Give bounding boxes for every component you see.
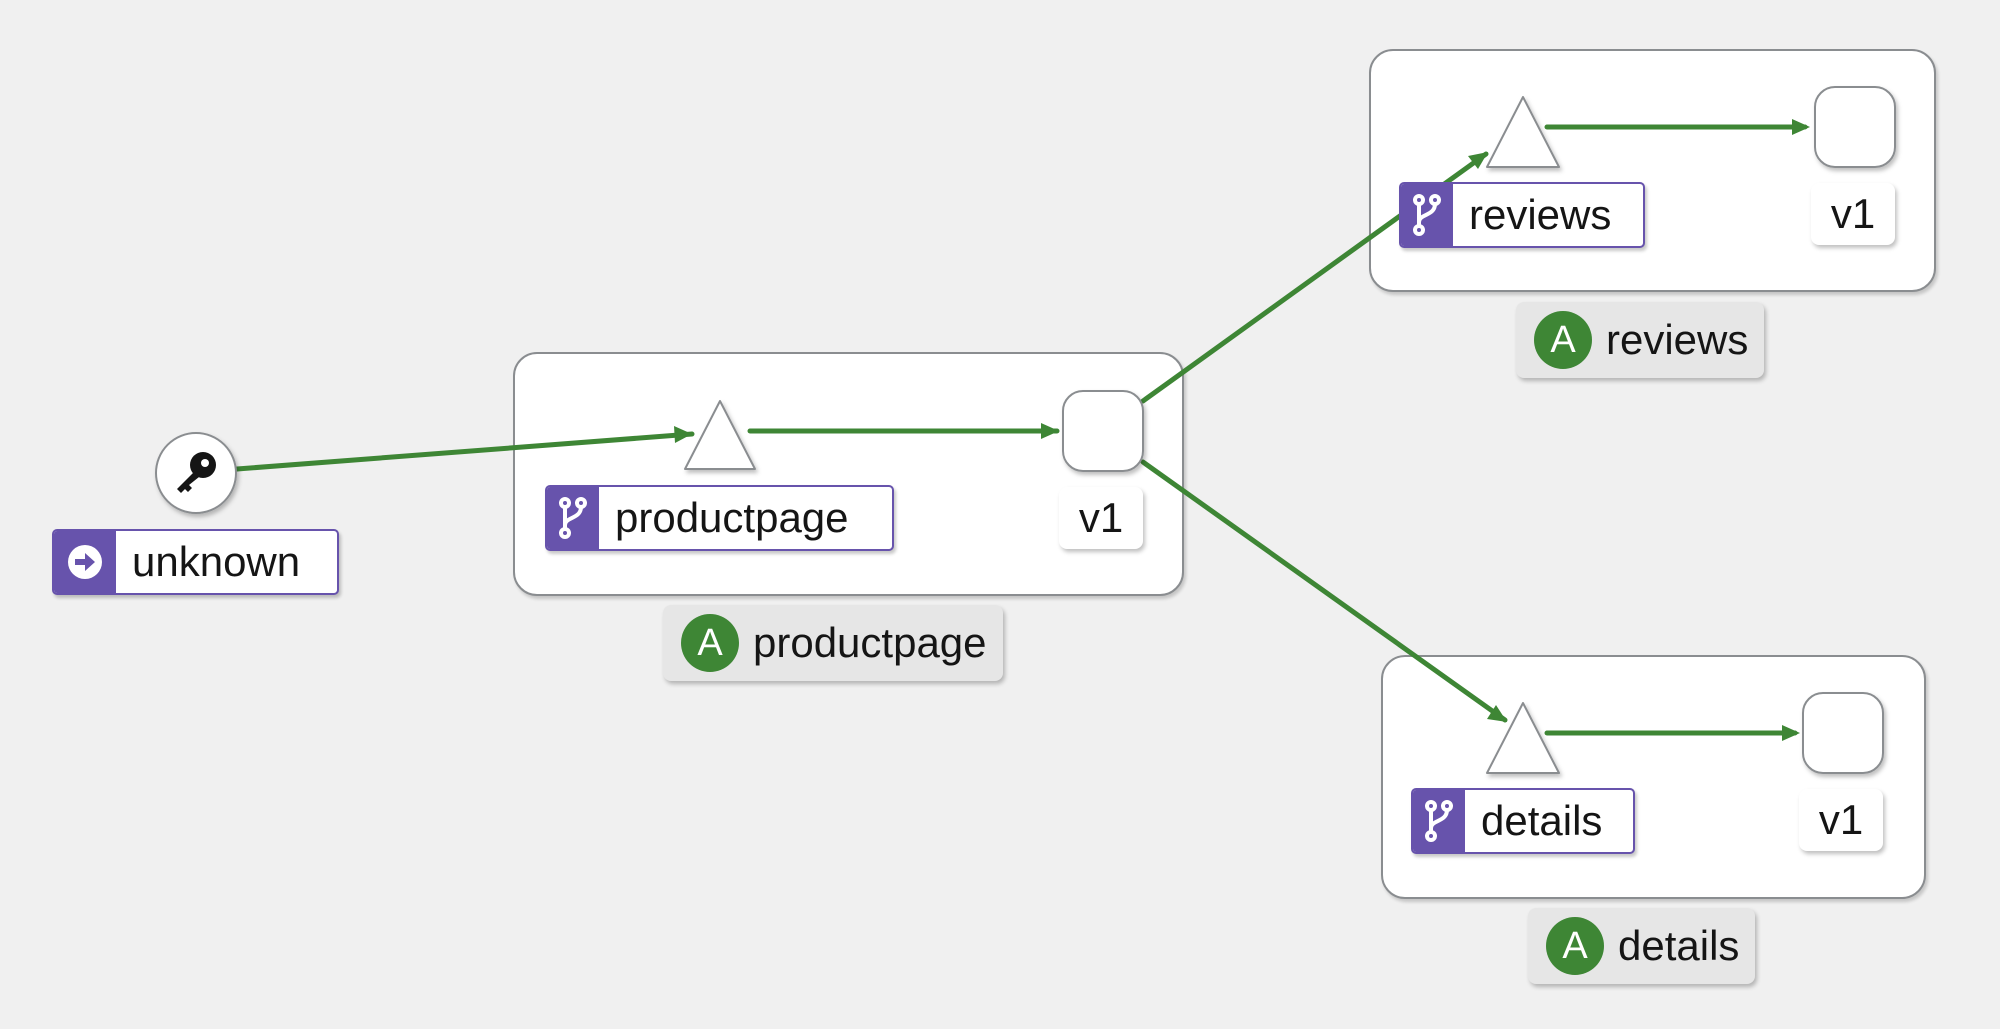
app-label-details[interactable]: A details: [1528, 908, 1756, 984]
arrowhead: [1792, 119, 1810, 135]
arrow-right-circle-icon: [54, 531, 116, 593]
branch-icon: [1401, 184, 1453, 246]
app-label-text: reviews: [1606, 316, 1749, 363]
service-label-text: reviews: [1469, 191, 1612, 238]
service-label-text: productpage: [615, 494, 849, 541]
app-label-reviews[interactable]: A reviews: [1516, 302, 1765, 378]
service-node-reviews[interactable]: [1486, 96, 1560, 168]
app-badge: A: [1534, 311, 1592, 369]
service-node-productpage[interactable]: [684, 400, 756, 470]
app-label-text: productpage: [753, 619, 987, 666]
source-label-unknown[interactable]: unknown: [52, 529, 339, 595]
service-label-text: details: [1481, 797, 1603, 844]
workload-node-productpage-v1[interactable]: [1062, 390, 1144, 472]
edge-productpage-v1-to-details[interactable]: [1140, 459, 1508, 723]
arrowhead: [1041, 423, 1059, 439]
branch-icon: [1413, 790, 1465, 852]
service-label-productpage[interactable]: productpage: [545, 485, 894, 551]
branch-icon: [547, 487, 599, 549]
workload-node-reviews-v1[interactable]: [1814, 86, 1896, 168]
arrowhead: [1487, 705, 1507, 722]
workload-node-details-v1[interactable]: [1802, 692, 1884, 774]
service-node-details[interactable]: [1486, 702, 1560, 774]
arrowhead: [1782, 725, 1800, 741]
source-label-text: unknown: [132, 538, 301, 585]
edge-unknown-to-productpage[interactable]: [234, 431, 695, 472]
app-badge: A: [681, 614, 739, 672]
app-box-productpage[interactable]: [513, 352, 1184, 596]
service-label-reviews[interactable]: reviews: [1399, 182, 1645, 248]
arrowhead: [674, 426, 692, 443]
app-label-text: details: [1618, 922, 1740, 969]
app-badge: A: [1546, 917, 1604, 975]
service-label-details[interactable]: details: [1411, 788, 1635, 854]
version-label-productpage: v1: [1059, 487, 1143, 549]
version-label-reviews: v1: [1811, 183, 1895, 245]
arrowhead: [1468, 152, 1488, 169]
app-label-productpage[interactable]: A productpage: [663, 605, 1003, 681]
key-icon: [177, 452, 216, 493]
version-label-details: v1: [1799, 789, 1883, 851]
